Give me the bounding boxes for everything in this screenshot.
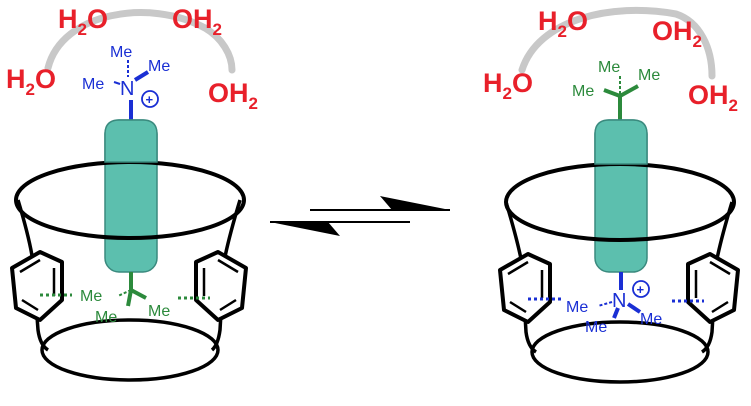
- left-complex: H2O OH2 H2O OH2 Me Me Me N +: [6, 4, 258, 382]
- right-ammonium-me-bottom: Me: [585, 319, 607, 336]
- left-ammonium-group: Me Me Me N +: [82, 44, 170, 122]
- right-water-1: H2O: [538, 6, 588, 41]
- left-tbutyl-me-right: Me: [148, 303, 170, 320]
- right-water-3: H2O: [483, 68, 533, 103]
- right-water-arc: [518, 6, 716, 80]
- right-ammonium-group: N + Me Me Me: [528, 272, 704, 336]
- left-ammonium-n: N: [120, 78, 134, 100]
- left-ammonium-me-top: Me: [110, 44, 132, 61]
- left-ammonium-bond-left: [113, 81, 121, 85]
- left-ammonium-me-left: Me: [82, 76, 104, 93]
- right-tbutyl-me-left: Me: [572, 83, 594, 100]
- right-water-2: OH2: [652, 16, 702, 51]
- left-cage: [10, 199, 248, 382]
- right-ammonium-charge-icon: [632, 280, 650, 298]
- left-ammonium-me-right: Me: [148, 58, 170, 75]
- right-complex: H2O OH2 H2O OH2 Me Me Me: [483, 6, 740, 384]
- left-water-1: H2O: [58, 4, 108, 39]
- left-ammonium-charge-icon: [141, 90, 159, 108]
- left-tbutyl-me-left: Me: [80, 288, 102, 305]
- right-water-4: OH2: [688, 80, 738, 115]
- left-cage-bottom-rim: [40, 318, 220, 382]
- right-tbutyl-me-top: Me: [598, 59, 620, 76]
- right-ammonium-n: N: [612, 290, 626, 312]
- right-ammonium-me-right: Me: [640, 311, 662, 328]
- equilibrium-arrows-icon: [270, 196, 450, 236]
- right-cage-bottom-rim: [530, 320, 710, 384]
- left-water-arc: [44, 9, 236, 74]
- left-ammonium-charge: +: [146, 92, 154, 107]
- left-ammonium-bond-right: [133, 70, 150, 82]
- right-ammonium-charge: +: [637, 282, 645, 297]
- left-tbutyl-group: Me Me Me: [40, 272, 210, 326]
- right-cage: [498, 201, 740, 384]
- left-tbutyl-me-bottom: Me: [95, 309, 117, 326]
- left-water-4: OH2: [208, 78, 258, 113]
- right-tbutyl-group: Me Me Me: [572, 59, 660, 120]
- left-water-3: H2O: [6, 64, 56, 99]
- left-water-2: OH2: [172, 4, 222, 39]
- right-ammonium-me-left: Me: [566, 299, 588, 316]
- right-tbutyl-me-right: Me: [638, 67, 660, 84]
